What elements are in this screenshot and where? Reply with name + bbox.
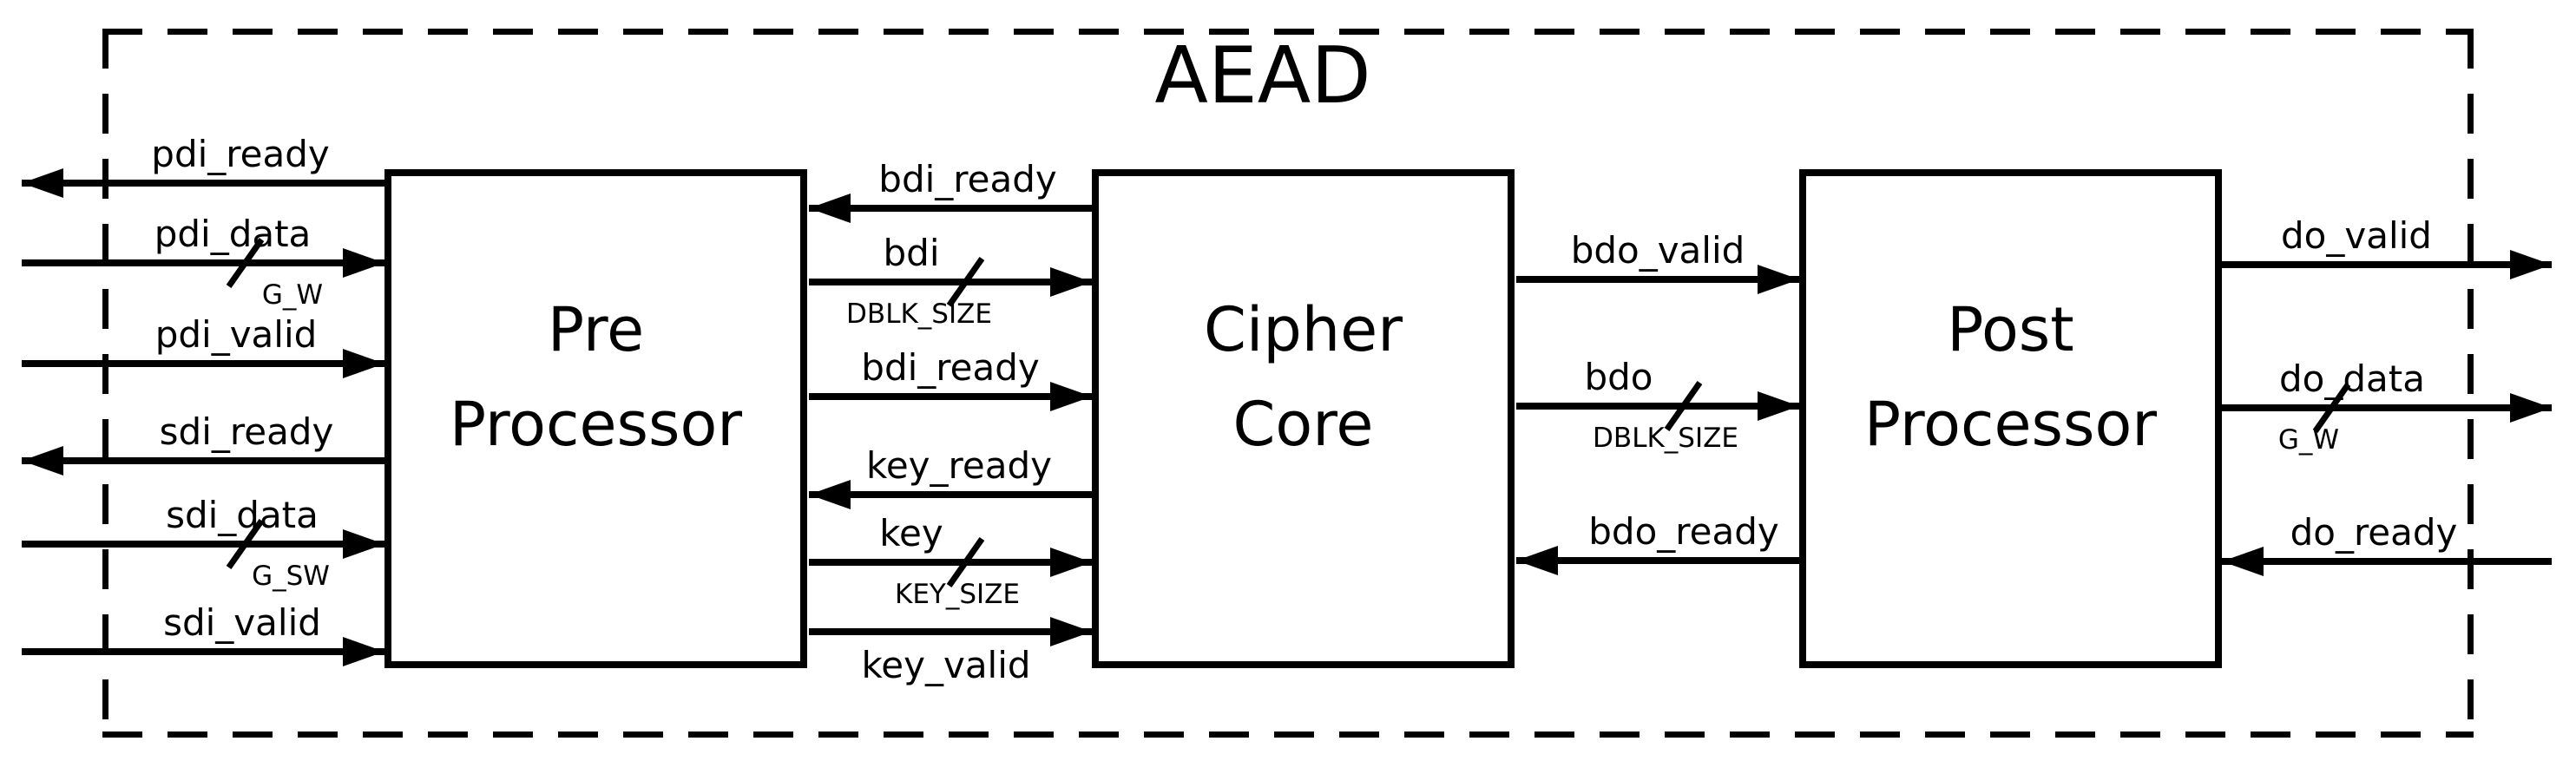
sdi-data-wire	[22, 541, 384, 548]
pdi-valid-wire	[22, 360, 384, 367]
right-arrowhead-icon	[1050, 548, 1092, 577]
left-arrowhead-icon	[22, 446, 63, 476]
right-arrowhead-icon	[1758, 391, 1799, 421]
right-arrowhead-icon	[1050, 617, 1092, 646]
do-ready-wire	[2222, 558, 2552, 565]
right-arrowhead-icon	[1050, 382, 1092, 411]
aead-boundary-right	[2468, 29, 2474, 738]
right-arrowhead-icon	[2510, 250, 2552, 279]
key-ready-label: key_ready	[866, 444, 1052, 487]
left-arrowhead-icon	[809, 194, 851, 223]
pdi-data-label: pdi_data	[154, 213, 312, 255]
pre-processor-label-line2: Processor	[449, 388, 743, 460]
post-processor-block: Post Processor	[1799, 169, 2222, 668]
pdi-ready-wire	[22, 180, 384, 187]
do-data-wire	[2222, 404, 2552, 411]
sdi-data-label: sdi_data	[166, 494, 319, 536]
bdi-label: bdi	[883, 232, 940, 274]
bdo-ready-wire	[1516, 557, 1799, 564]
bdo-wire	[1516, 403, 1799, 410]
aead-boundary-top	[102, 29, 2474, 35]
post-processor-label-line1: Post	[1947, 294, 2074, 365]
pdi-data-wire	[22, 259, 384, 266]
key-ready-wire	[809, 491, 1092, 498]
aead-boundary-bottom	[102, 731, 2474, 738]
do-data-label: do_data	[2279, 358, 2425, 400]
pdi-ready-label: pdi_ready	[151, 133, 330, 175]
right-arrowhead-icon	[343, 248, 384, 278]
key-label: key	[879, 512, 943, 554]
sdi-valid-wire	[22, 648, 384, 655]
left-arrowhead-icon	[809, 480, 851, 509]
sdi-valid-label: sdi_valid	[163, 601, 321, 644]
sdi-ready-label: sdi_ready	[159, 410, 334, 453]
bdo-ready-label: bdo_ready	[1588, 510, 1779, 553]
cipher-core-label-line2: Core	[1232, 388, 1374, 460]
key-valid-label: key_valid	[861, 644, 1031, 686]
aead-boundary-left	[102, 29, 108, 738]
do-valid-wire	[2222, 261, 2552, 268]
key-wire	[809, 559, 1092, 566]
bdo-valid-label: bdo_valid	[1570, 229, 1745, 272]
bdo-valid-wire	[1516, 276, 1799, 283]
sdi-data-bus-width-label: G_SW	[252, 561, 330, 592]
cipher-core-label: Cipher Core	[1204, 283, 1403, 471]
bdi-bus-width-label: DBLK_SIZE	[846, 298, 992, 330]
post-processor-label: Post Processor	[1864, 283, 2157, 471]
pre-processor-label-line1: Pre	[547, 294, 645, 365]
bdi-ready-to-pre-label: bdi_ready	[878, 158, 1057, 200]
key-bus-width-label: KEY_SIZE	[895, 579, 1020, 610]
left-arrowhead-icon	[22, 168, 63, 198]
right-arrowhead-icon	[343, 529, 384, 559]
cipher-core-label-line1: Cipher	[1204, 294, 1403, 365]
bdi-ready-wire	[809, 205, 1092, 212]
key-valid-wire	[809, 628, 1092, 635]
right-arrowhead-icon	[1758, 265, 1799, 294]
right-arrowhead-icon	[343, 349, 384, 378]
pdi-valid-label: pdi_valid	[154, 313, 318, 356]
bdi-ready-to-cipher-label: bdi_ready	[861, 346, 1040, 389]
do-ready-label: do_ready	[2290, 511, 2458, 554]
diagram-title: AEAD	[1154, 30, 1371, 121]
right-arrowhead-icon	[2510, 393, 2552, 423]
bdo-bus-width-label: DBLK_SIZE	[1593, 423, 1738, 454]
pre-processor-block: Pre Processor	[384, 169, 807, 668]
cipher-core-block: Cipher Core	[1092, 169, 1515, 668]
do-valid-label: do_valid	[2281, 214, 2432, 257]
do-data-bus-width-label: G_W	[2277, 424, 2340, 456]
bdo-label: bdo	[1584, 356, 1653, 398]
pre-processor-label: Pre Processor	[450, 283, 742, 471]
pdi-data-bus-width-label: G_W	[261, 279, 324, 311]
bdi-wire	[809, 279, 1092, 285]
left-arrowhead-icon	[2222, 547, 2264, 576]
bdi-ready-wire	[809, 393, 1092, 400]
sdi-ready-wire	[22, 457, 384, 464]
left-arrowhead-icon	[1516, 546, 1558, 575]
right-arrowhead-icon	[1050, 267, 1092, 297]
post-processor-label-line2: Processor	[1863, 388, 2158, 460]
right-arrowhead-icon	[343, 637, 384, 666]
